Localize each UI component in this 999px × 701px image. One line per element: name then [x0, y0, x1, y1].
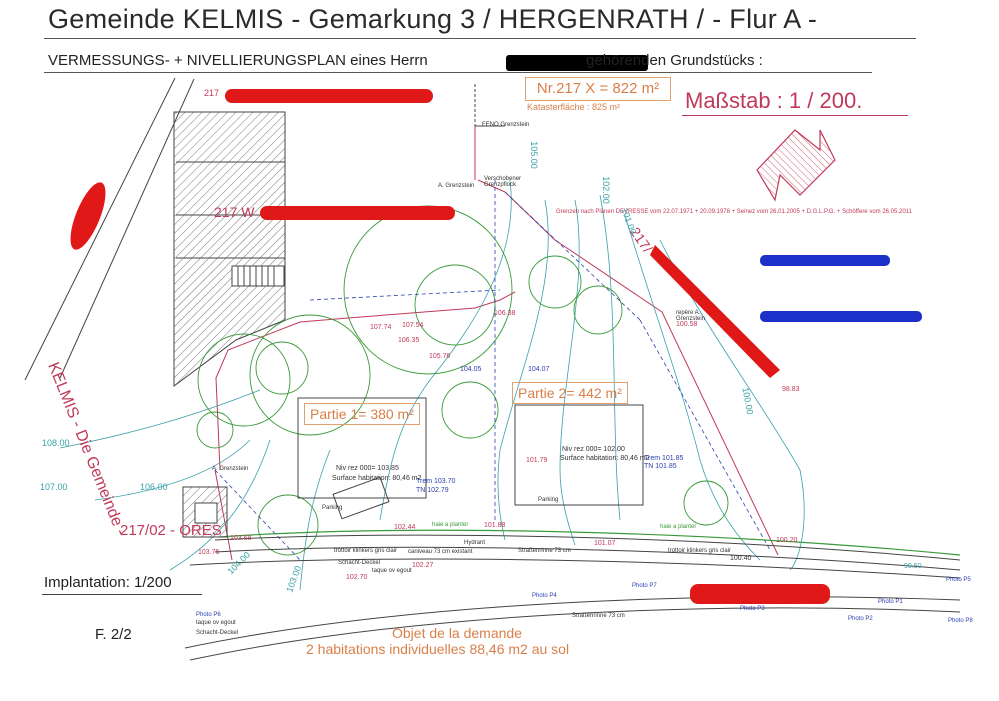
caniveau-label: caniveau 73 cm existant	[408, 549, 473, 555]
trottoir-left-label: trottoir klinkers gris clair	[334, 548, 398, 554]
level-105-76: 105.76	[429, 353, 451, 360]
level-100-40: 100.40	[730, 555, 752, 562]
schacht-label: Schacht-Deckel	[338, 560, 381, 566]
subtitle-suffix: gehörenden Grundstücks :	[586, 52, 763, 69]
photo-p1: Photo P1	[878, 599, 903, 605]
house-1-niv: Niv rez 000= 103.85	[336, 465, 399, 472]
hydrant-label: Hydrant	[464, 540, 486, 546]
redactions	[70, 55, 830, 604]
plan-title: Gemeinde KELMIS - Gemarkung 3 / HERGENRA…	[48, 4, 818, 34]
photo-p4: Photo P4	[532, 593, 557, 599]
level-101-07: 101.07	[594, 540, 616, 547]
neighbor-ores-label: 217/02 - ORES	[120, 522, 222, 539]
house-2-trem: Trem 101.85	[644, 455, 684, 462]
sheet-number: F. 2/2	[95, 626, 132, 643]
level-106-35: 106.35	[398, 337, 420, 344]
kataster-area: Katasterfläche : 825 m²	[527, 102, 621, 112]
scale-label: Maßstab : 1 / 200.	[685, 88, 863, 113]
level-101-88: 101.88	[484, 522, 506, 529]
implantation-scale: Implantation: 1/200	[44, 574, 172, 591]
contour-99-50: 99.50	[904, 563, 922, 570]
photo-p5: Photo P5	[946, 577, 971, 583]
level-102-70: 102.70	[346, 574, 368, 581]
level-102-44: 102.44	[394, 524, 416, 531]
trottoir-right-label: trottoir klinkers gris clair	[668, 548, 732, 554]
strassenrinne-label: Straßenrinne 73 cm	[518, 548, 571, 554]
implantation-underline	[42, 594, 202, 595]
haie-2-label: haie a planter	[660, 524, 697, 530]
photo-p8: Photo P8	[948, 618, 973, 624]
neighbor-building	[173, 111, 286, 387]
neighbor-top-label: 217	[204, 88, 220, 98]
repere-label: repère A. Grenzstein	[676, 310, 706, 322]
house-1-trem: Trem 103.70	[416, 478, 456, 485]
title-underline	[44, 38, 916, 39]
level-104-05: 104.05	[460, 366, 482, 373]
level-98-83: 98.83	[782, 386, 800, 393]
feno-grenzstein-label: FENO Grenzstein	[482, 122, 530, 128]
grenzstein-left-label: A. Grenzstein	[212, 466, 249, 472]
north-arrow	[756, 129, 836, 202]
house-outlines	[297, 397, 644, 520]
schacht-left-label: Schacht-Deckel	[196, 630, 239, 636]
strassenrinne-lower-label: Straßenrinne 73 cm	[572, 613, 625, 619]
parcel-boundary	[214, 125, 779, 561]
street-left	[24, 77, 195, 381]
verschoben-label: Verschobener Grenzpflock	[484, 176, 522, 188]
photo-p7: Photo P7	[632, 583, 657, 589]
level-101-79: 101.79	[526, 457, 548, 464]
scale-underline	[682, 115, 908, 116]
survey-lines	[214, 180, 771, 561]
photo-p2: Photo P2	[848, 616, 873, 622]
tree-circles	[196, 205, 729, 556]
taque-label: taque ov egout	[372, 568, 412, 574]
house-1-surface: Surface habitation: 80,46 m2	[332, 475, 422, 482]
level-100-20: 100.20	[776, 537, 798, 544]
partie-2-label: Partie 2= 442 m²	[512, 382, 628, 404]
contour-102: 102.00	[600, 176, 611, 204]
grenzstein-label: A. Grenzstein	[438, 183, 475, 189]
parcel-area-label: Nr.217 X = 822 m²	[525, 77, 671, 101]
photo-p3: Photo P3	[740, 606, 765, 612]
redactions-blue	[760, 255, 922, 322]
subtitle-underline	[44, 72, 872, 73]
house-1-tn: TN 102.79	[416, 487, 449, 494]
level-107-74: 107.74	[370, 324, 392, 331]
contour-106: 106.00	[140, 482, 168, 492]
level-102-27: 102.27	[412, 562, 434, 569]
photo-p6: Photo P6	[196, 612, 221, 618]
contour-107: 107.00	[40, 482, 68, 492]
level-106-38: 106.38	[494, 310, 516, 317]
taque-left-label: taque ov egout	[196, 620, 236, 626]
parking-1-label: Parking	[322, 505, 343, 511]
level-107-54: 107.54	[402, 322, 424, 329]
neighbor-middle-label: 217 W	[214, 204, 255, 220]
contour-108: 108.00	[42, 438, 70, 448]
level-103-76: 103.76	[198, 549, 220, 556]
subtitle-prefix: VERMESSUNGS- + NIVELLIERUNGSPLAN eines H…	[48, 52, 428, 69]
objet-demande: Objet de la demande	[392, 625, 522, 641]
road-lines	[184, 534, 961, 661]
house-2-tn: TN 101.85	[644, 463, 677, 470]
parking-2-label: Parking	[538, 497, 559, 503]
habitations-description: 2 habitations individuelles 88,46 m2 au …	[306, 641, 570, 657]
level-100-58: 100.58	[676, 321, 698, 328]
contour-105: 105.00	[528, 141, 539, 169]
house-2-surface: Surface habitation: 80,46 m2	[560, 455, 650, 462]
haie-1-label: haie a planter	[432, 522, 469, 528]
house-2-niv: Niv rez 000= 102.00	[562, 446, 625, 453]
ores-cabin	[182, 486, 228, 538]
partie-1-label: Partie 1= 380 m²	[304, 403, 420, 425]
curb-green	[219, 529, 961, 556]
boundary-source-note: Grenzen nach Plänen DEVRESSE vom 22.07.1…	[556, 209, 912, 215]
contour-lines	[59, 179, 805, 591]
level-103-68: 103.68	[230, 535, 252, 542]
plan-subtitle: VERMESSUNGS- + NIVELLIERUNGSPLAN eines H…	[48, 52, 763, 69]
level-104-07: 104.07	[528, 366, 550, 373]
